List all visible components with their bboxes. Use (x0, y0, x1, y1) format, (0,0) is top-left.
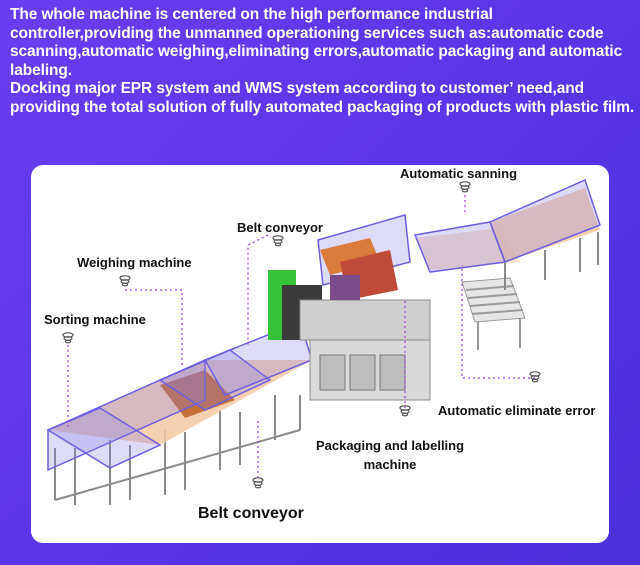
roller-conveyor (461, 277, 526, 350)
label-belt-conveyor-bottom: Belt conveyor (198, 505, 304, 522)
packaging-machine (268, 238, 431, 401)
conveyor-frames (54, 395, 301, 505)
label-sorting-machine: Sorting machine (44, 312, 146, 327)
intro-text: The whole machine is centered on the hig… (10, 6, 636, 117)
intro-paragraph-1: The whole machine is centered on the hig… (10, 6, 623, 79)
label-packaging-line-2: machine (363, 457, 417, 472)
weighing-plate (160, 370, 235, 418)
label-automatic-eliminate-error: Automatic eliminate error (438, 403, 596, 418)
label-packaging-line-1: Packaging and labelling (315, 438, 465, 453)
intro-paragraph-2: Docking major EPR system and WMS system … (10, 80, 635, 116)
label-weighing-machine: Weighing machine (77, 255, 192, 270)
guide-lines (67, 195, 535, 478)
belt-surface-mid (415, 228, 520, 270)
belt-surface-upper (490, 188, 600, 262)
label-packaging-labelling-machine: Packaging and labelling machine (310, 436, 470, 474)
label-automatic-scanning: Automatic sanning (400, 166, 518, 181)
label-belt-conveyor-top: Belt conveyor (237, 220, 323, 235)
